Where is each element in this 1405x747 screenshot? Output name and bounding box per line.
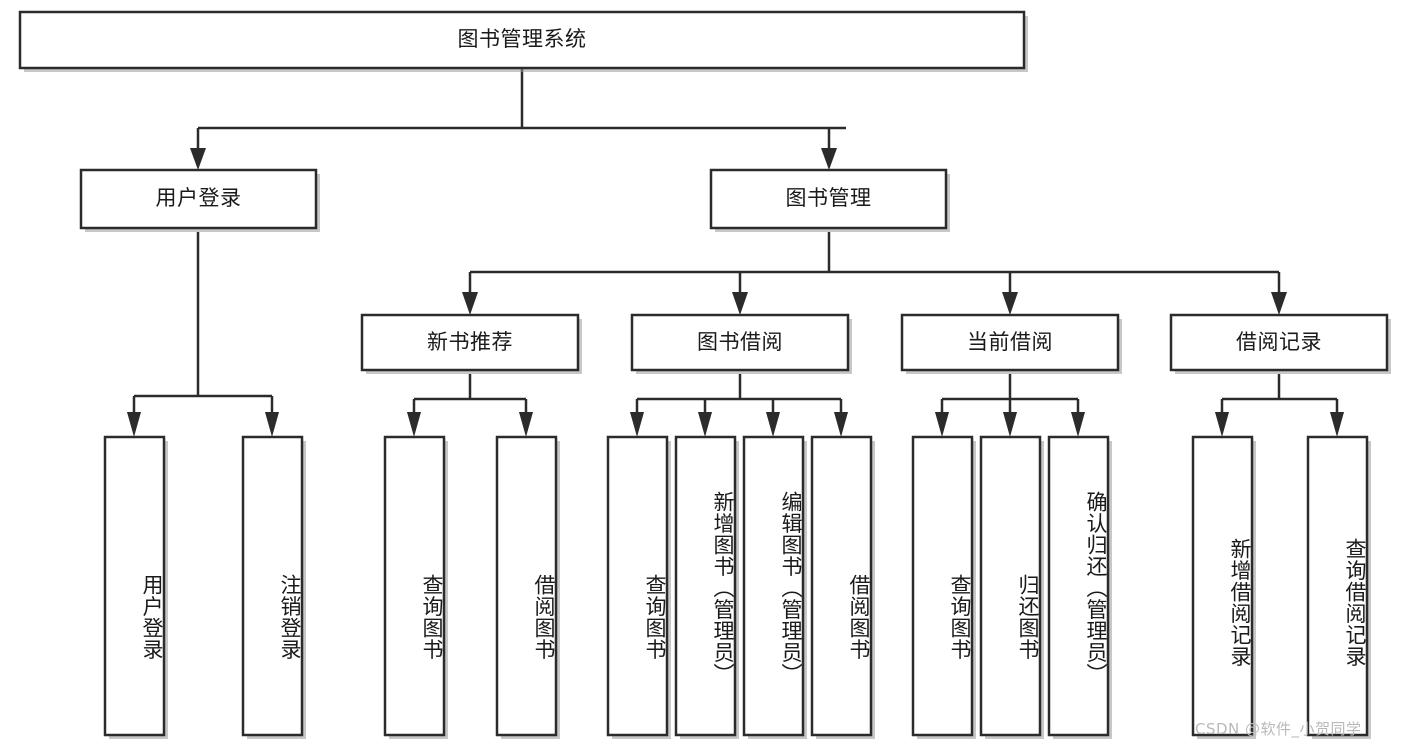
leaf-confirm-return[interactable] — [1049, 437, 1108, 735]
connector-root-to-level2 — [190, 68, 846, 170]
node-user-login[interactable] — [81, 170, 316, 228]
connector-new-book-to-leaves — [407, 374, 533, 437]
leaf-query-book-cb[interactable] — [913, 437, 972, 735]
leaf-add-borrow-record[interactable] — [1193, 437, 1252, 735]
csdn-watermark: CSDN @软件_小贺同学 — [1195, 720, 1362, 738]
node-book-manage[interactable] — [711, 170, 946, 228]
node-borrow-record[interactable] — [1171, 315, 1387, 370]
node-box-borrow-record — [1169, 313, 1391, 374]
leaf-user-login[interactable] — [105, 437, 164, 735]
node-root[interactable] — [20, 12, 1024, 68]
leaf-boxes — [103, 435, 1371, 739]
leaf-return-book[interactable] — [981, 437, 1040, 735]
node-book-borrow[interactable] — [632, 315, 848, 370]
leaf-query-book-bb[interactable] — [608, 437, 667, 735]
leaf-query-borrow-record[interactable] — [1308, 437, 1367, 735]
node-current-borrow[interactable] — [902, 315, 1118, 370]
node-box-root — [18, 10, 1028, 72]
connector-book-borrow-to-leaves — [630, 374, 848, 437]
leaf-borrow-book-rec[interactable] — [497, 437, 556, 735]
connector-current-borrow-to-leaves — [935, 374, 1085, 437]
node-box-user-login — [79, 168, 320, 232]
connector-book-manage-to-level3 — [462, 232, 1287, 315]
node-box-book-borrow — [630, 313, 852, 374]
node-box-current-borrow — [900, 313, 1122, 374]
connector-borrow-record-to-leaves — [1215, 374, 1344, 437]
node-box-new-book-recommend — [360, 313, 582, 374]
connector-user-login-to-leaves — [127, 232, 279, 437]
leaf-borrow-book-bb[interactable] — [812, 437, 871, 735]
leaf-edit-book[interactable] — [744, 437, 803, 735]
node-new-book-recommend[interactable] — [362, 315, 578, 370]
leaf-logout[interactable] — [243, 437, 302, 735]
leaf-add-book[interactable] — [676, 437, 735, 735]
leaf-query-book-rec[interactable] — [385, 437, 444, 735]
node-box-book-manage — [709, 168, 950, 232]
